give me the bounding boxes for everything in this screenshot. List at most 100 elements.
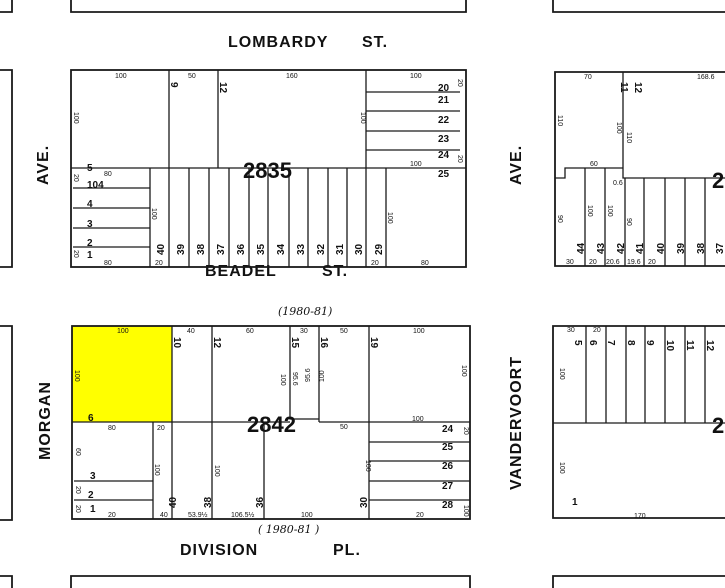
street-beadel-suffix: ST.: [322, 263, 348, 280]
lot-25: 25: [442, 442, 454, 453]
dim: 20: [416, 512, 424, 519]
dim: 106.5½: [231, 511, 255, 519]
dim: 30: [567, 327, 575, 334]
dim: 20: [72, 174, 79, 182]
dim: 50: [188, 73, 196, 80]
lot-34: 34: [276, 243, 287, 255]
lot-8: 8: [625, 340, 636, 346]
dim: 20: [371, 260, 379, 267]
lot-31: 31: [335, 243, 346, 255]
lot-12: 12: [632, 82, 643, 94]
dim: 100: [279, 374, 286, 386]
dim: 100: [153, 464, 160, 476]
lot-30: 30: [359, 496, 370, 508]
lot-36: 36: [255, 496, 266, 508]
lot-19: 19: [368, 337, 379, 349]
handwritten-note-division: ( 1980-81 ): [258, 523, 319, 536]
highlighted-lot-6[interactable]: [72, 326, 172, 422]
lot-39: 39: [176, 243, 187, 255]
dim: 100: [606, 205, 613, 217]
lot-1: 1: [90, 504, 96, 515]
lot-38: 38: [203, 496, 214, 508]
dim: 53.9½: [188, 511, 208, 519]
lot-32: 32: [316, 243, 327, 255]
dim: 100: [386, 212, 393, 224]
block-number: 2: [712, 413, 724, 438]
lot-1: 1: [87, 250, 93, 261]
dim: 60: [246, 328, 254, 335]
dim: 30: [566, 259, 574, 266]
street-morgan: MORGAN: [37, 381, 54, 460]
dim: 100: [301, 512, 313, 519]
dim: 100: [413, 328, 425, 335]
lot-6: 6: [88, 413, 94, 424]
lot-104: 104: [87, 180, 104, 191]
street-lombardy: LOMBARDY: [228, 34, 328, 51]
lot-26: 26: [442, 461, 454, 472]
street-vandervoort: VANDERVOORT: [508, 356, 525, 490]
lot-25: 25: [438, 169, 450, 180]
street-division-suffix: PL.: [333, 542, 361, 559]
dim: 20: [155, 260, 163, 267]
dim: 110: [556, 115, 563, 126]
lot-5: 5: [87, 163, 93, 174]
lot-20: 20: [438, 83, 450, 94]
lot-41: 41: [635, 242, 646, 254]
lot-21: 21: [438, 95, 450, 106]
dim: 100: [73, 370, 80, 382]
block-number: 2842: [247, 412, 296, 437]
dim: 100: [150, 208, 157, 220]
dim: 40: [187, 328, 195, 335]
handwritten-note-beadel: (1980-81): [278, 305, 332, 318]
street-beadel: BEADEL: [205, 263, 277, 280]
lot-5: 5: [572, 340, 583, 346]
dim: 100: [412, 416, 424, 423]
dim: 100: [558, 462, 565, 474]
dim: 60: [590, 161, 598, 168]
dim: 100: [364, 460, 371, 472]
lot-37: 37: [216, 243, 227, 255]
dim: 170: [634, 513, 646, 520]
dim: 20: [108, 512, 116, 519]
dim: 0.6: [613, 180, 623, 187]
dim: 160: [286, 73, 298, 80]
lot-33: 33: [296, 243, 307, 255]
lot-3: 3: [87, 219, 93, 230]
dim: 50: [340, 328, 348, 335]
lot-40: 40: [168, 496, 179, 508]
dim: 95.6: [291, 372, 298, 386]
lot-23: 23: [438, 134, 450, 145]
dim: 20: [74, 486, 81, 494]
street-vandervoort-ave: AVE.: [508, 145, 525, 185]
dim: 80: [104, 260, 112, 267]
lot-11: 11: [684, 340, 695, 351]
lot-27: 27: [442, 481, 454, 492]
lot-12: 12: [704, 340, 715, 352]
lot-2: 2: [87, 238, 93, 249]
lot-37: 37: [715, 242, 725, 254]
lot-24: 24: [438, 150, 450, 161]
lot-10: 10: [664, 340, 675, 352]
dim: 20: [593, 327, 601, 334]
dim: 20: [462, 427, 469, 435]
lot-42: 42: [616, 242, 627, 254]
lot-12: 12: [217, 82, 228, 94]
dim: 20: [648, 259, 656, 266]
dim: 100: [462, 505, 469, 517]
block-2835: 2835 5 104 4 3 2 1 9 12 20 21 22 23 24 2…: [70, 69, 467, 268]
dim: 20: [72, 250, 79, 258]
lot-40: 40: [656, 242, 667, 254]
lot-9: 9: [644, 340, 655, 346]
dim: 100: [410, 73, 422, 80]
block-number: 2835: [243, 158, 292, 183]
dim: 20: [74, 505, 81, 513]
lot-28: 28: [442, 500, 454, 511]
lot-4: 4: [87, 199, 93, 210]
street-division: DIVISION: [180, 542, 258, 559]
lot-16: 16: [318, 337, 329, 349]
lot-2: 2: [88, 490, 94, 501]
lot-39: 39: [676, 242, 687, 254]
lot-7: 7: [605, 340, 616, 346]
